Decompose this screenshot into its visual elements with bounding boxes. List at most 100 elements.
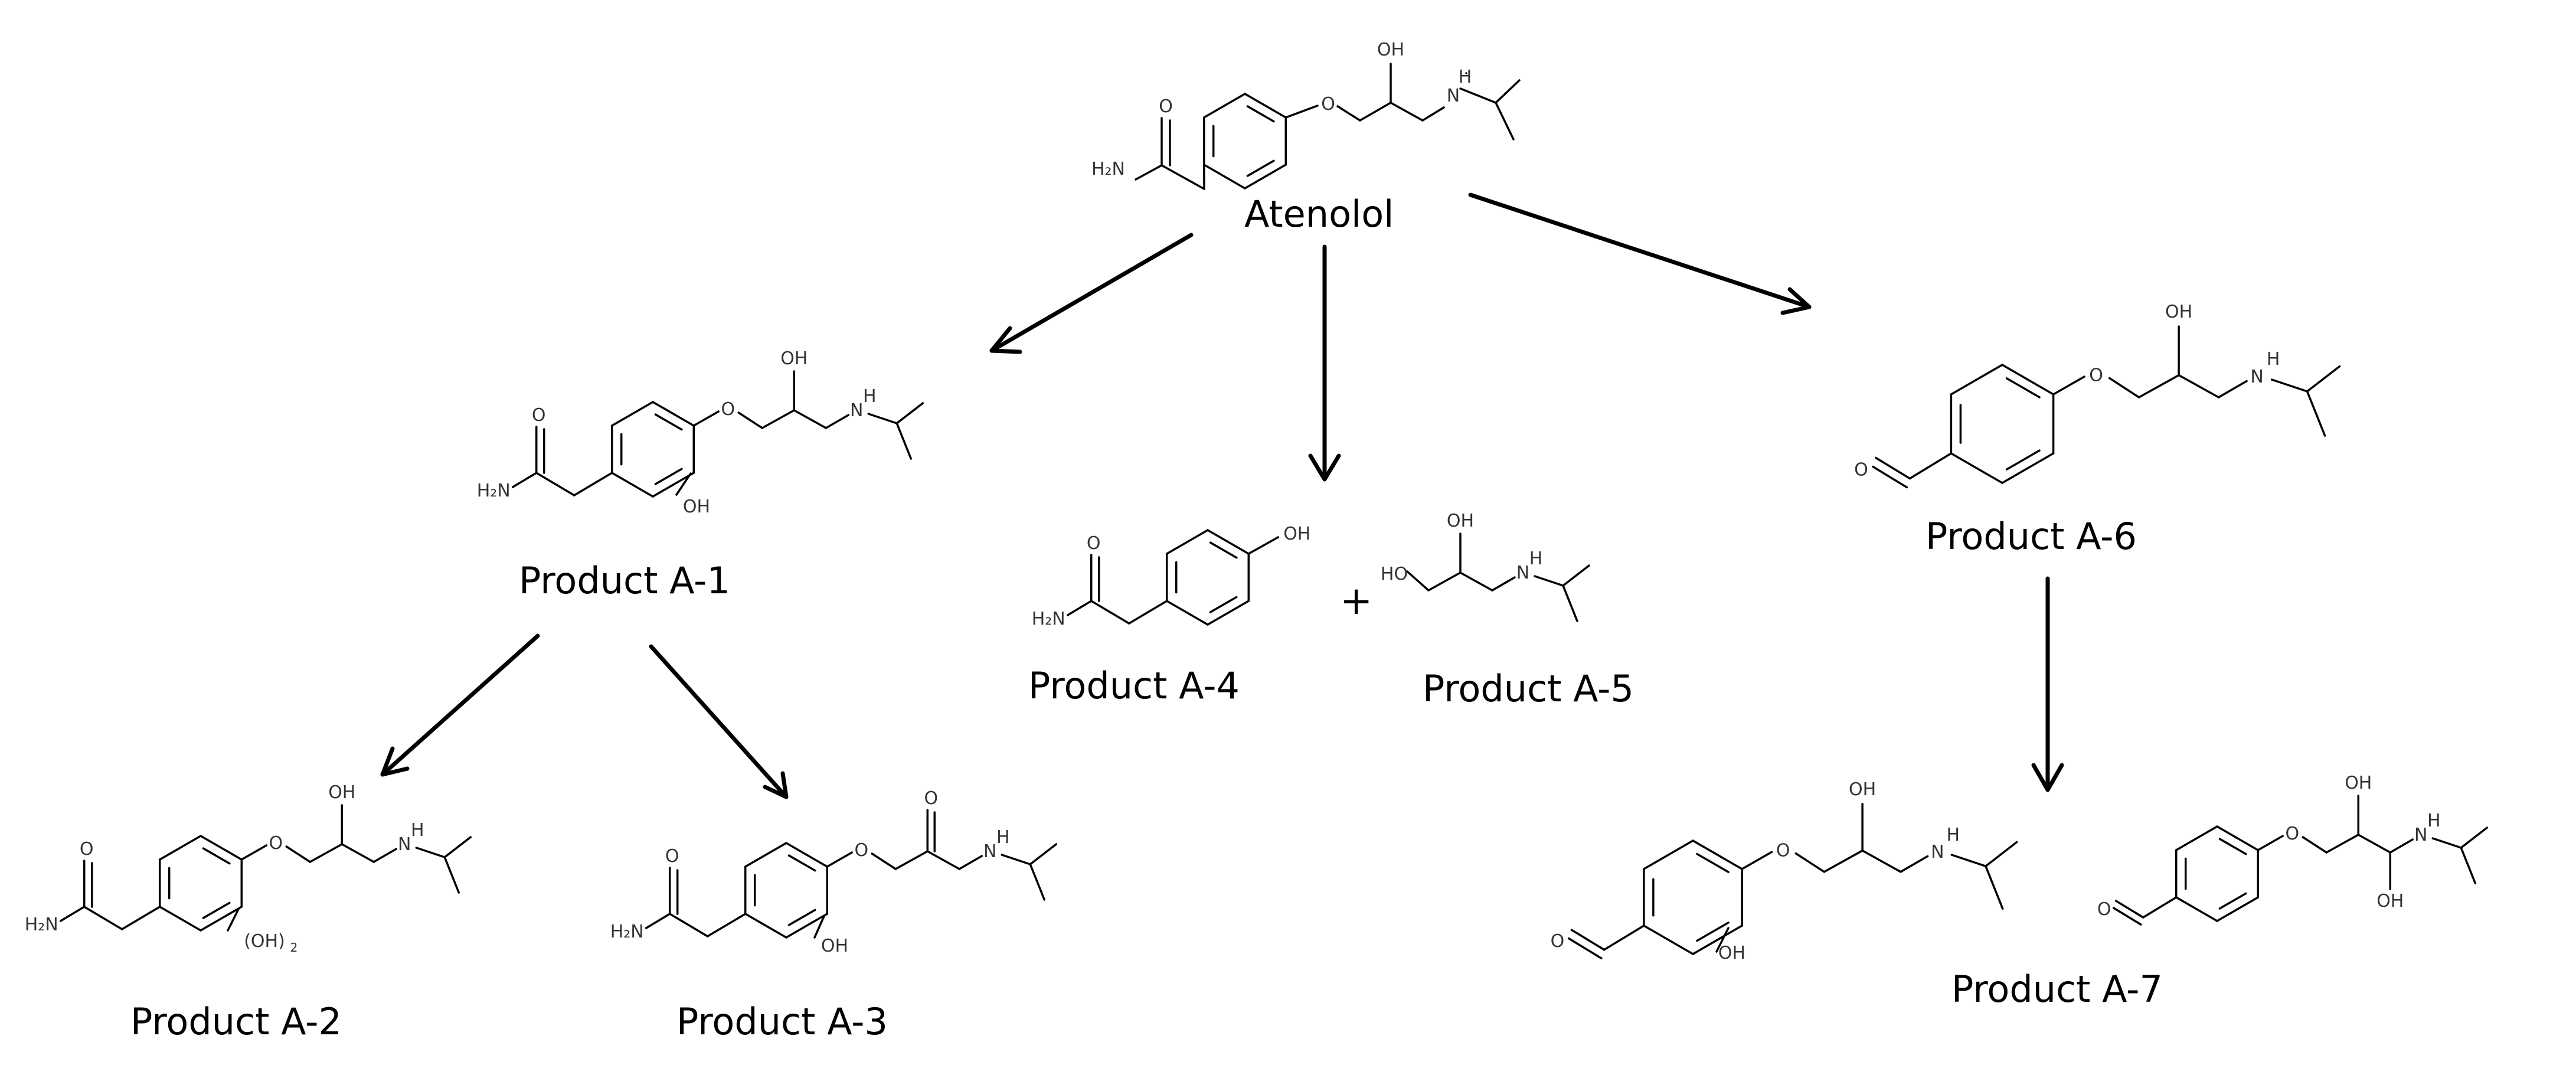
- product-a5-bond: [1534, 575, 1564, 587]
- product-a4-atom-label: OH: [1283, 524, 1310, 544]
- product-a1-atom-label: OH: [683, 496, 710, 517]
- product-a7-left-bond: [1696, 852, 1730, 873]
- product-a5-bond: [1562, 564, 1590, 587]
- product-a6-bond: [1950, 364, 2003, 396]
- product-a1-bond: [895, 422, 913, 460]
- product-a7-left-bond: [1696, 922, 1730, 942]
- arrow-a6-to-a7: [2031, 576, 2064, 792]
- product-a6-atom-label: N: [2250, 367, 2263, 387]
- product-a6-bond: [1875, 456, 1911, 480]
- product-a6-atom-label: O: [1854, 460, 1868, 481]
- product-a3-atom-label: OH: [821, 936, 848, 956]
- product-a3-bond: [813, 915, 825, 939]
- atenolol-bond: [1421, 106, 1445, 122]
- product-a2-bond: [227, 908, 240, 932]
- product-a2-bond: [158, 906, 202, 932]
- product-a5-bond: [1491, 576, 1516, 592]
- product-a7-right-atom-label: OH: [2345, 773, 2372, 793]
- product-a6-bond: [2005, 449, 2041, 471]
- product-a2-bond: [59, 906, 86, 922]
- product-a3-bond: [744, 913, 787, 939]
- product-a7-right-atom-label: O: [2097, 899, 2111, 920]
- product-a7-right-bond: [2389, 838, 2414, 854]
- arrow-atenolol-to-a4-a5: [1308, 244, 1341, 482]
- product-a7-left-bond: [1570, 929, 1606, 951]
- product-a1-bond: [867, 413, 898, 424]
- product-a1-bond: [737, 411, 764, 429]
- product-a2-atom-label: OH: [328, 782, 355, 803]
- caption-product-a6: Product A-6: [1926, 515, 2137, 558]
- product-a6-atom-label: O: [2089, 365, 2103, 386]
- product-a2-bond: [309, 843, 344, 863]
- product-a4-bond: [1066, 600, 1093, 616]
- product-a7-right-bond: [2216, 825, 2260, 851]
- atenolol-bond: [1246, 105, 1275, 123]
- product-a3-bond: [1029, 863, 1046, 901]
- product-a3-atom-label: H: [996, 827, 1010, 848]
- product-a7-left-bond: [1794, 852, 1826, 873]
- product-a7-left-bond: [1985, 865, 2004, 910]
- product-a2-atom-label: N: [398, 834, 411, 855]
- product-a6-atom-label: OH: [2165, 302, 2192, 322]
- arrow-atenolol-to-a6: [1468, 192, 1812, 315]
- product-a2-atom-label: O: [80, 839, 94, 860]
- caption-product-a3: Product A-3: [676, 1000, 888, 1043]
- product-a2-bond: [415, 847, 446, 858]
- product-a2-atom-label: H₂N: [25, 914, 58, 935]
- product-a7-right-bond: [2302, 836, 2328, 854]
- arrow-a1-to-a2: [380, 633, 540, 777]
- product-a6-bond: [2005, 377, 2041, 398]
- product-a3-bond: [668, 913, 709, 937]
- product-a1-bond: [654, 468, 683, 485]
- product-a5-bond: [1427, 571, 1462, 592]
- product-a5-bond: [1406, 570, 1430, 592]
- product-a4-bond: [1209, 541, 1238, 559]
- product-a4-bond: [1207, 529, 1250, 555]
- product-a3-atom-label: O: [665, 846, 679, 867]
- caption-product-a7: Product A-7: [1951, 968, 2163, 1011]
- product-a6-bond: [2108, 377, 2140, 398]
- atenolol-atom-label: OH: [1377, 40, 1404, 60]
- product-a6-bond: [2001, 364, 2055, 396]
- product-a4-atom-label: O: [1087, 533, 1101, 554]
- product-a1-bond: [825, 414, 850, 429]
- product-a3-bond: [958, 855, 983, 870]
- product-a2-bond: [341, 843, 375, 863]
- product-a1-bond: [761, 409, 796, 429]
- product-a3-atom-label: H₂N: [610, 922, 644, 942]
- product-a7-left-bond: [1567, 937, 1603, 959]
- product-a7-right-bond: [2218, 892, 2247, 910]
- product-a2-bond: [202, 847, 231, 865]
- product-a3-bond: [787, 909, 816, 926]
- atenolol-atom-label: H₂N: [1091, 159, 1125, 179]
- arrow-a1-to-a3: [649, 644, 789, 799]
- product-a7-left-bond: [1985, 841, 2018, 867]
- product-a4-atom-label: H₂N: [1032, 609, 1065, 629]
- atenolol-bond: [1284, 104, 1319, 119]
- product-a5-atom-label: OH: [1447, 511, 1474, 531]
- product-a2-bond: [158, 835, 202, 861]
- product-a4-bond: [1165, 529, 1209, 555]
- product-a1-atom-label: O: [532, 405, 546, 426]
- product-a2-atom-label: (OH): [244, 931, 285, 952]
- product-a7-left-atom-label: OH: [1849, 779, 1876, 800]
- atenolol-bond: [1390, 102, 1424, 122]
- product-a2-bond: [372, 848, 398, 863]
- product-a1-bond: [654, 413, 683, 431]
- product-a3-bond: [826, 851, 854, 868]
- product-a6-bond: [1872, 465, 1908, 489]
- product-a7-right-bond: [2460, 826, 2489, 849]
- product-a3-atom-label: N: [983, 841, 996, 862]
- product-a6-bond: [2217, 380, 2248, 398]
- product-a3-bond: [871, 852, 897, 870]
- product-a7-right-bond: [2357, 834, 2392, 854]
- product-a7-right-bond: [2325, 834, 2360, 854]
- product-a1-bond: [652, 401, 695, 427]
- product-a3-bond: [787, 854, 816, 872]
- product-a6-bond: [2270, 378, 2309, 393]
- product-a6-bond: [2306, 390, 2326, 437]
- product-a7-right-bond: [2112, 907, 2142, 926]
- product-a7-right-bond: [2216, 896, 2260, 922]
- atenolol-bond: [1244, 164, 1287, 190]
